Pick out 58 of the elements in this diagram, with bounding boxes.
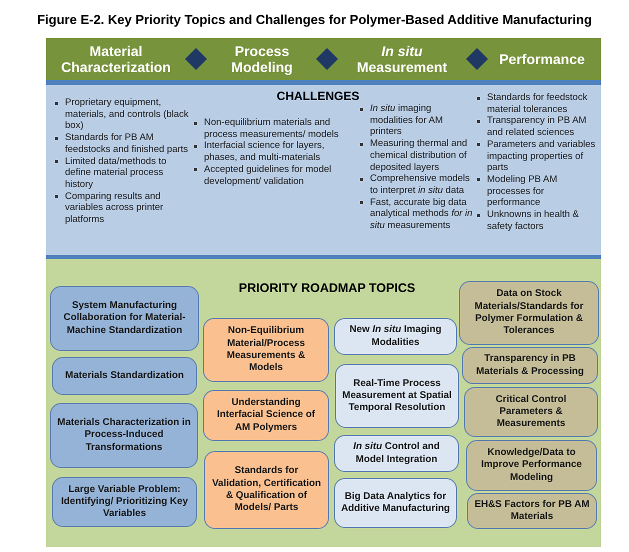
bullet-text: Fast, accurate big data analytical methods for in situ measurements	[370, 196, 474, 232]
topic-card	[334, 478, 457, 528]
topic-text: Materials Characterization in Process-Induced Transformations	[56, 417, 192, 454]
bullet-text: Proprietary equipment, materials, and controls (black box)	[65, 97, 190, 132]
topic-text: Materials Standardization	[65, 370, 184, 382]
column-heading: In situ Measurement	[356, 43, 448, 75]
roadmap-panel	[46, 259, 601, 547]
topic-card	[204, 451, 329, 529]
topic-text: Big Data Analytics for Additive Manufacturing	[340, 490, 451, 516]
topic-text: Critical Control Parameters & Measurements	[494, 394, 568, 430]
challenges-panel	[46, 80, 601, 259]
bullet-text: Modeling PB AM processes for performance	[487, 174, 558, 210]
bullet-text: Comparing results and variables across printer platforms	[65, 190, 164, 226]
bullet-text: Parameters and variables impacting properties of parts	[487, 138, 596, 174]
bullet-text: Standards for PB AM feedstocks and finished parts	[65, 132, 190, 156]
bullet-text: Limited data/methods to define material process history	[65, 156, 168, 191]
topic-text: Understanding Interfacial Science of AM Polymers	[216, 397, 316, 434]
topic-card	[50, 286, 199, 351]
figure-title: Figure E-2. Key Priority Topics and Challenges for Polymer-Based Additive Manufacturing	[37, 12, 592, 28]
column-heading: Performance	[498, 51, 586, 67]
topic-card	[334, 318, 457, 355]
topic-card	[459, 281, 599, 345]
topic-text: New In situ Imaging Modalities	[348, 324, 442, 349]
topic-card	[335, 364, 459, 428]
bullet-text: Transparency in PB AM and related sciences	[487, 115, 588, 139]
topic-text: Data on Stock Materials/Standards for Polymer Formulation & Tolerances	[474, 288, 584, 338]
column-heading: Process Modeling	[230, 43, 294, 75]
topic-text: Real-Time Process Measurement at Spatial Temporal Resolution	[341, 378, 453, 414]
topic-text: Standards for Validation, Certification & Qualification of Models/ Parts	[211, 465, 322, 515]
topic-text: Non-Equilibrium Material/Process Measurements & Models	[226, 325, 306, 375]
topic-card	[467, 493, 597, 529]
bullet-text: Comprehensive models to interpret in situ data	[370, 173, 471, 197]
topic-card	[52, 477, 197, 527]
topic-card	[203, 390, 329, 441]
topic-text: System Manufacturing Collaboration for Material-Machine Standardization	[62, 300, 186, 337]
topic-card	[334, 435, 459, 472]
topic-text: Knowledge/Data to Improve Performance Modeling	[480, 447, 583, 484]
bullet-text: Interfacial science for layers, phases, and multi-materials	[204, 140, 326, 164]
topic-card	[462, 347, 598, 384]
topic-card	[203, 318, 329, 382]
column-heading: Material Characterization	[60, 43, 172, 75]
topic-card	[50, 403, 198, 468]
bullet-text: In situ imaging modalities for AM printers	[370, 103, 444, 138]
section-heading: PRIORITY ROADMAP TOPICS	[238, 281, 416, 295]
bullet-text: Standards for feedstock material tolerances	[487, 92, 588, 116]
topic-text: EH&S Factors for PB AM Materials	[473, 498, 591, 524]
topic-card	[464, 387, 598, 437]
bullet-text: Unknowns in health & safety factors	[487, 209, 580, 232]
topic-card	[466, 440, 597, 491]
topic-text: In situ Control and Model Integration	[352, 441, 441, 466]
topic-card	[52, 357, 197, 395]
topic-text: Large Variable Problem: Identifying/ Prioritizing Key Variables	[60, 484, 189, 520]
bullet-text: Non-equilibrium materials and process measurements/ models	[204, 117, 340, 140]
section-heading: CHALLENGES	[276, 89, 360, 103]
header-band	[46, 38, 601, 80]
bullet-text: Measuring thermal and chemical distribution of deposited layers	[370, 138, 468, 174]
bullet-text: Accepted guidelines for model development/ validation	[204, 164, 332, 188]
topic-text: Transparency in PB Materials & Processing	[475, 353, 585, 378]
